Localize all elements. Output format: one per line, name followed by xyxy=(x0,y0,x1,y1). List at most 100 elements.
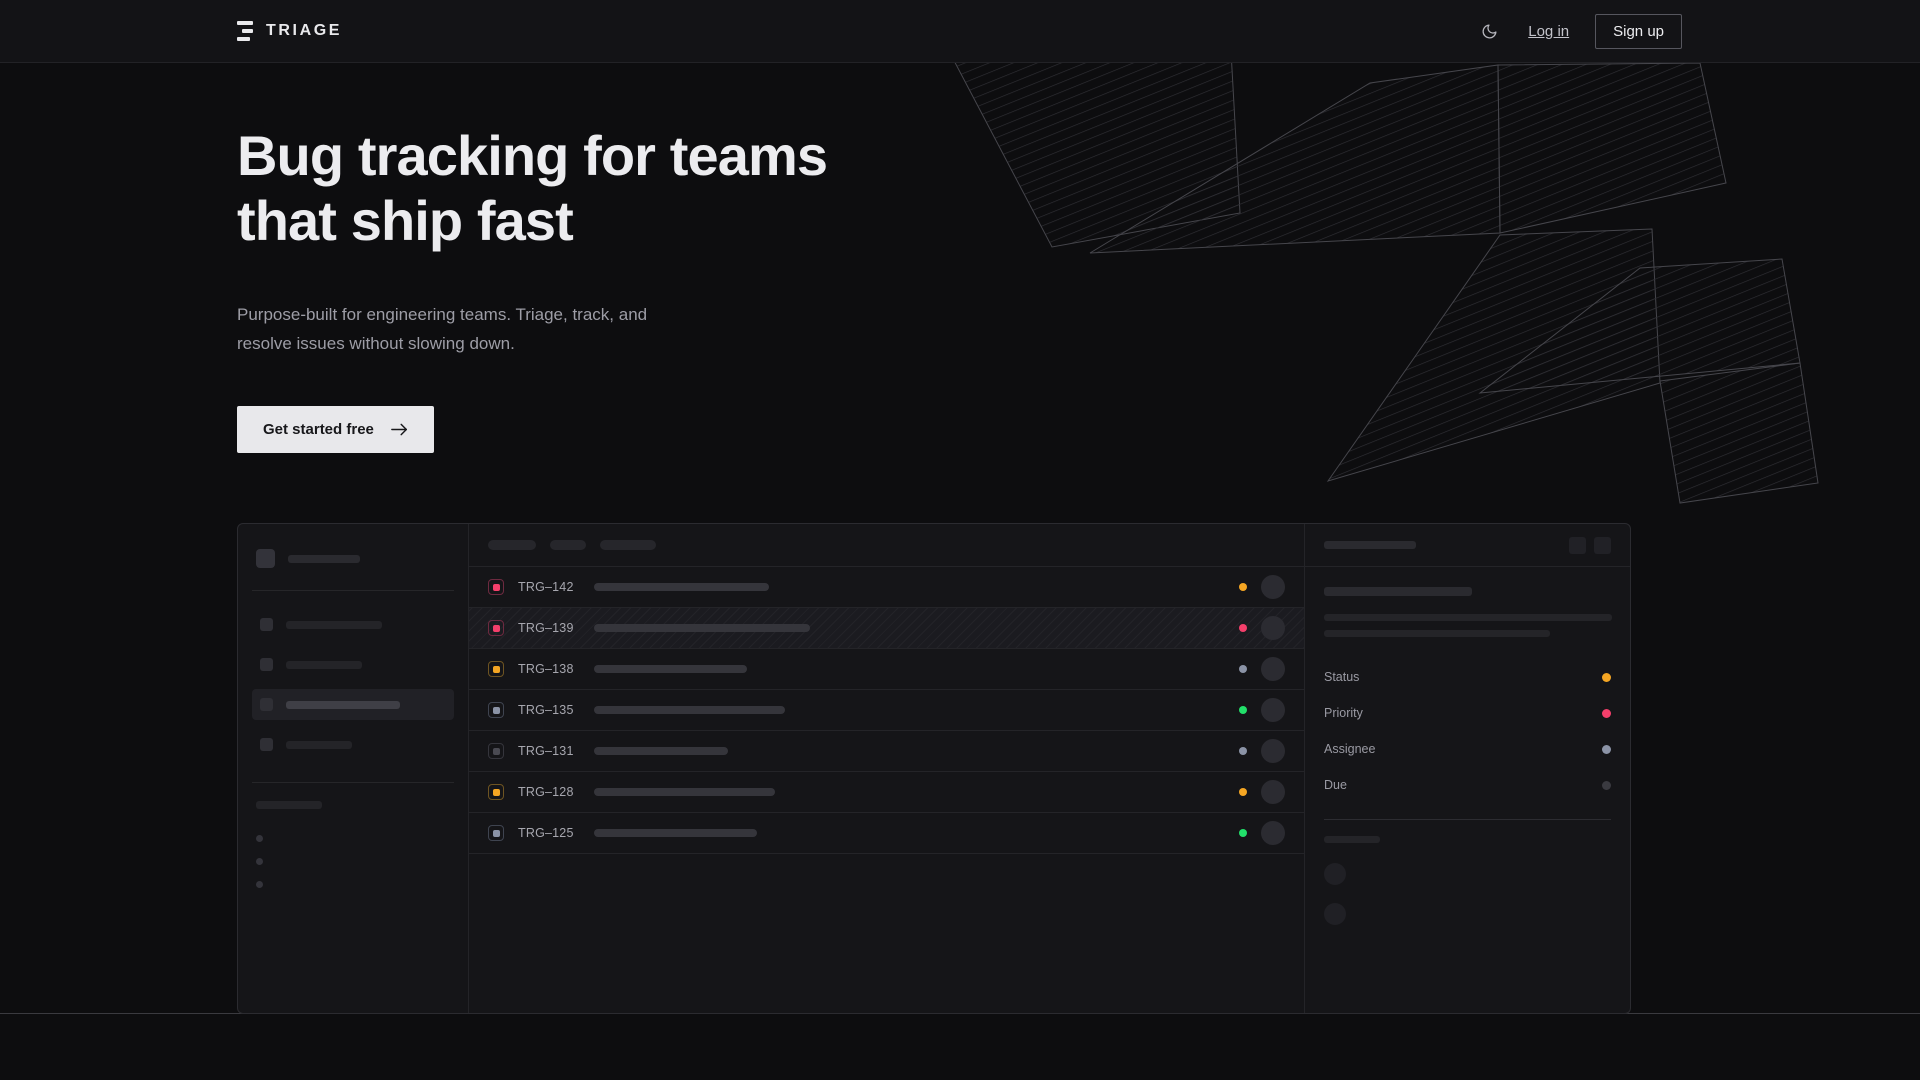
detail-meta-row[interactable]: Status xyxy=(1324,659,1611,695)
sidebar-item-3-active[interactable] xyxy=(252,689,454,720)
priority-badge xyxy=(488,825,504,841)
decorative-hatched-panels xyxy=(954,63,1819,504)
priority-badge xyxy=(488,702,504,718)
sidebar-divider-top xyxy=(252,590,454,591)
issue-title-skeleton xyxy=(594,788,775,796)
issue-title-skeleton xyxy=(594,624,810,632)
status-dot xyxy=(1239,788,1247,796)
sidebar-item-icon xyxy=(260,698,273,711)
issue-title-skeleton xyxy=(594,583,769,591)
status-dot xyxy=(1239,747,1247,755)
sidebar-item-4[interactable] xyxy=(252,729,454,760)
sidebar-item-2[interactable] xyxy=(252,649,454,680)
table-row[interactable]: TRG–142 xyxy=(469,567,1304,608)
sidebar-item-1[interactable] xyxy=(252,609,454,640)
priority-badge xyxy=(488,743,504,759)
table-row[interactable]: TRG–135 xyxy=(469,690,1304,731)
detail-meta-value-dot xyxy=(1602,672,1611,682)
issue-title-skeleton xyxy=(594,829,757,837)
avatar xyxy=(1261,657,1285,681)
priority-badge xyxy=(488,784,504,800)
issue-id: TRG–142 xyxy=(518,580,574,594)
priority-badge xyxy=(488,661,504,677)
detail-action-button-2[interactable] xyxy=(1594,536,1611,554)
login-link[interactable]: Log in xyxy=(1528,22,1570,40)
table-row[interactable]: TRG–128 xyxy=(469,772,1304,813)
sidebar-subitem-2[interactable] xyxy=(252,850,454,873)
status-dot xyxy=(1239,665,1247,673)
mockup-sidebar xyxy=(238,524,469,1013)
priority-badge xyxy=(488,579,504,595)
toolbar-tab-1[interactable] xyxy=(488,540,536,550)
table-row[interactable]: TRG–139 xyxy=(469,608,1304,649)
status-dot xyxy=(1239,583,1247,591)
bullet-icon xyxy=(256,858,263,865)
sidebar-item-label-skeleton xyxy=(286,700,400,709)
detail-meta-value-dot xyxy=(1602,708,1611,718)
detail-panel-header xyxy=(1305,524,1630,567)
triage-bars-icon xyxy=(237,21,253,41)
brand-logo[interactable]: TRIAGE xyxy=(237,21,342,41)
arrow-right-icon xyxy=(391,423,407,436)
brand-name: TRIAGE xyxy=(266,22,343,39)
detail-meta-value-dot xyxy=(1602,780,1611,790)
priority-badge xyxy=(488,620,504,636)
detail-meta-label: Assignee xyxy=(1324,742,1376,756)
detail-body-line-2 xyxy=(1324,630,1550,637)
table-row[interactable]: TRG–125 xyxy=(469,813,1304,854)
issue-id: TRG–131 xyxy=(518,744,574,758)
sidebar-subitem-3[interactable] xyxy=(252,873,454,896)
sidebar-item-label-skeleton xyxy=(286,620,382,629)
detail-meta-label: Priority xyxy=(1324,706,1363,720)
detail-meta-row[interactable]: Assignee xyxy=(1324,731,1611,767)
bullet-icon xyxy=(256,881,263,888)
detail-action-button-1[interactable] xyxy=(1569,536,1586,554)
mockup-sidebar-logo xyxy=(256,549,450,568)
toolbar-tab-3[interactable] xyxy=(600,540,656,550)
issue-id: TRG–135 xyxy=(518,703,574,717)
avatar xyxy=(1261,821,1285,845)
page-title: Bug tracking for teams that ship fast xyxy=(237,124,828,252)
hero-subheading: Purpose-built for engineering teams. Tri… xyxy=(237,305,648,353)
get-started-button[interactable]: Get started free xyxy=(237,406,434,453)
sidebar-item-icon xyxy=(260,738,273,751)
sidebar-item-icon xyxy=(260,618,273,631)
issue-title-skeleton xyxy=(594,706,785,714)
mockup-logo-icon xyxy=(256,549,275,568)
moon-icon[interactable] xyxy=(1476,18,1502,44)
comment-avatar-2 xyxy=(1324,903,1346,925)
issue-title-skeleton xyxy=(594,665,747,673)
avatar xyxy=(1261,575,1285,599)
detail-meta-row[interactable]: Due xyxy=(1324,767,1611,803)
sidebar-item-label-skeleton xyxy=(286,660,362,669)
signup-button[interactable]: Sign up xyxy=(1595,13,1682,49)
issue-id: TRG–128 xyxy=(518,785,574,799)
toolbar-tab-2[interactable] xyxy=(550,540,586,550)
issue-id: TRG–138 xyxy=(518,662,574,676)
table-row[interactable]: TRG–138 xyxy=(469,649,1304,690)
detail-meta-value-dot xyxy=(1602,744,1611,754)
nav-actions: Log in Sign up xyxy=(1476,13,1682,49)
detail-title-skeleton xyxy=(1324,541,1416,549)
comment-avatar-1 xyxy=(1324,863,1346,885)
sidebar-subitem-1[interactable] xyxy=(252,827,454,850)
top-navigation-bar: TRIAGE Log in Sign up xyxy=(0,0,1920,63)
get-started-label: Get started free xyxy=(263,421,374,438)
detail-meta-label: Due xyxy=(1324,778,1347,792)
sidebar-item-label-skeleton xyxy=(286,740,352,749)
bullet-icon xyxy=(256,835,263,842)
detail-meta-row[interactable]: Priority xyxy=(1324,695,1611,731)
detail-meta-label: Status xyxy=(1324,670,1360,684)
detail-issue-title-skeleton xyxy=(1324,587,1472,596)
detail-body-line-1 xyxy=(1324,614,1612,621)
table-row[interactable]: TRG–131 xyxy=(469,731,1304,772)
sidebar-section-label-skeleton xyxy=(256,801,322,809)
issue-id: TRG–139 xyxy=(518,621,574,635)
issue-title-skeleton xyxy=(594,747,728,755)
sidebar-item-icon xyxy=(260,658,273,671)
avatar xyxy=(1261,698,1285,722)
